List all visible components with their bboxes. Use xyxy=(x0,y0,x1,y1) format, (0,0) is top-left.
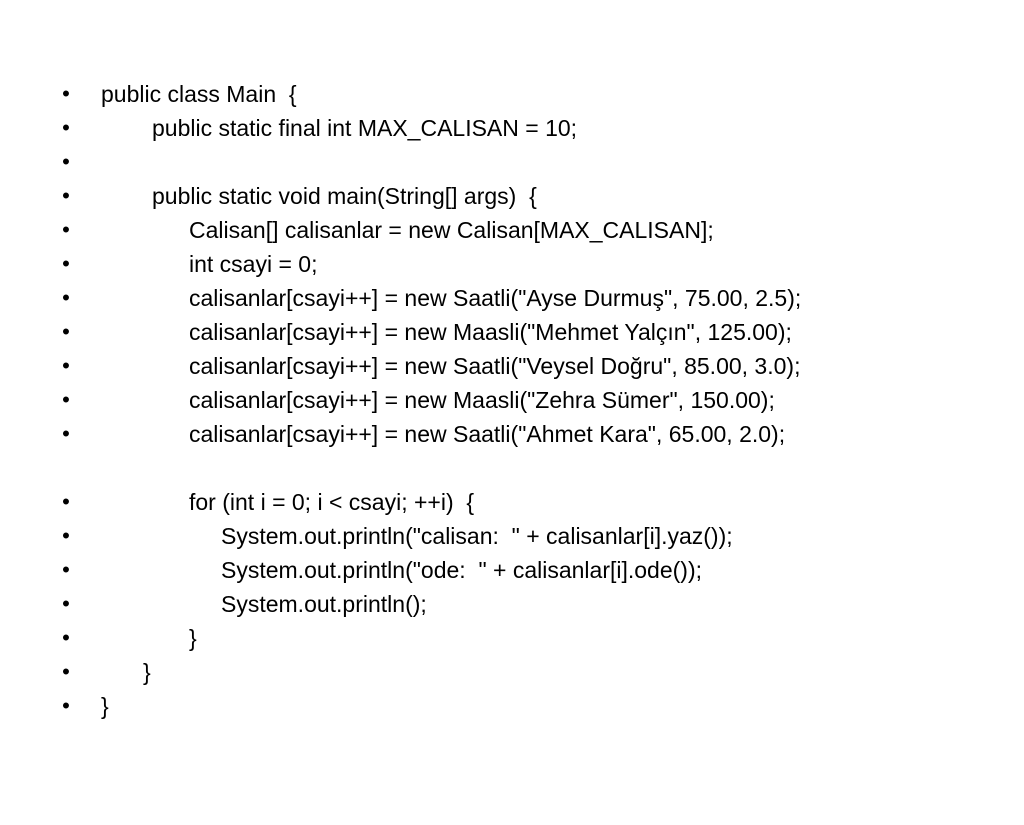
bullet-icon: • xyxy=(62,353,70,378)
code-line: • calisanlar[csayi++] = new Saatli("Ayse… xyxy=(0,281,1024,315)
slide: • public class Main { • public static fi… xyxy=(0,77,1024,723)
code-text: } xyxy=(143,659,151,685)
code-text: } xyxy=(101,693,109,719)
blank-line xyxy=(0,451,1024,485)
code-line: • System.out.println("ode: " + calisanla… xyxy=(0,553,1024,587)
code-line: • Calisan[] calisanlar = new Calisan[MAX… xyxy=(0,213,1024,247)
code-text: int csayi = 0; xyxy=(189,251,318,277)
code-line: • public static final int MAX_CALISAN = … xyxy=(0,111,1024,145)
code-text: System.out.println("ode: " + calisanlar[… xyxy=(221,557,703,583)
code-text: calisanlar[csayi++] = new Saatli("Veysel… xyxy=(189,353,801,379)
bullet-icon: • xyxy=(62,115,70,140)
bullet-icon: • xyxy=(62,251,70,276)
bullet-icon: • xyxy=(62,523,70,548)
code-text: calisanlar[csayi++] = new Saatli("Ahmet … xyxy=(189,421,786,447)
code-text: public static void main(String[] args) { xyxy=(152,183,537,209)
code-text: calisanlar[csayi++] = new Maasli("Zehra … xyxy=(189,387,775,413)
bullet-icon: • xyxy=(62,693,70,718)
bullet-icon: • xyxy=(62,149,70,174)
code-line: • System.out.println(); xyxy=(0,587,1024,621)
code-bullet-list: • public class Main { • public static fi… xyxy=(0,77,1024,723)
bullet-icon: • xyxy=(62,183,70,208)
code-text: calisanlar[csayi++] = new Saatli("Ayse D… xyxy=(189,285,802,311)
bullet-icon: • xyxy=(62,489,70,514)
code-line: • for (int i = 0; i < csayi; ++i) { xyxy=(0,485,1024,519)
code-text: System.out.println(); xyxy=(221,591,427,617)
code-text: for (int i = 0; i < csayi; ++i) { xyxy=(189,489,475,515)
code-line: • } xyxy=(0,689,1024,723)
code-line: • calisanlar[csayi++] = new Saatli("Ahme… xyxy=(0,417,1024,451)
code-text: } xyxy=(189,625,197,651)
code-line: • calisanlar[csayi++] = new Saatli("Veys… xyxy=(0,349,1024,383)
code-line: • calisanlar[csayi++] = new Maasli("Mehm… xyxy=(0,315,1024,349)
bullet-icon: • xyxy=(62,625,70,650)
bullet-icon: • xyxy=(62,387,70,412)
code-line: • public static void main(String[] args)… xyxy=(0,179,1024,213)
code-line: • } xyxy=(0,655,1024,689)
bullet-icon: • xyxy=(62,319,70,344)
bullet-icon: • xyxy=(62,81,70,106)
bullet-icon: • xyxy=(62,659,70,684)
code-line: • System.out.println("calisan: " + calis… xyxy=(0,519,1024,553)
bullet-icon: • xyxy=(62,591,70,616)
code-line: • public class Main { xyxy=(0,77,1024,111)
code-text: Calisan[] calisanlar = new Calisan[MAX_C… xyxy=(189,217,714,243)
code-line: • int csayi = 0; xyxy=(0,247,1024,281)
bullet-icon: • xyxy=(62,217,70,242)
code-line: • } xyxy=(0,621,1024,655)
code-line: • xyxy=(0,145,1024,179)
code-text: calisanlar[csayi++] = new Maasli("Mehmet… xyxy=(189,319,792,345)
code-line: • calisanlar[csayi++] = new Maasli("Zehr… xyxy=(0,383,1024,417)
bullet-icon: • xyxy=(62,285,70,310)
code-text: System.out.println("calisan: " + calisan… xyxy=(221,523,733,549)
code-text: public class Main { xyxy=(101,81,297,107)
bullet-icon: • xyxy=(62,421,70,446)
code-text: public static final int MAX_CALISAN = 10… xyxy=(152,115,578,141)
bullet-icon: • xyxy=(62,557,70,582)
